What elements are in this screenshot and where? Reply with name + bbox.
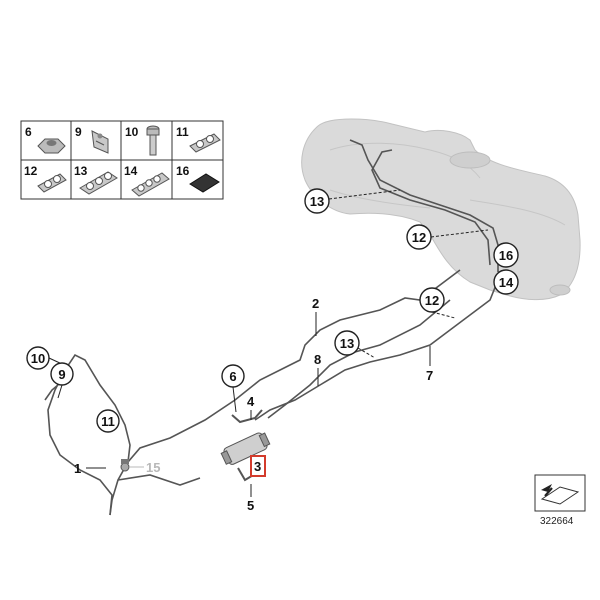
bolt-icon: [146, 125, 160, 156]
quad-clip-icon: [131, 172, 170, 197]
foam-pad-icon: [189, 173, 220, 193]
legend-num-11: 11: [176, 125, 189, 139]
legend-num-9: 9: [75, 125, 82, 139]
callout-13-line: 13: [340, 336, 354, 351]
callout-5: 5: [247, 498, 254, 513]
callout-7: 7: [426, 368, 433, 383]
view-arrow-icon: [534, 474, 586, 512]
callout-10: 10: [31, 351, 45, 366]
fuel-filter: [220, 409, 271, 482]
callout-6: 6: [229, 369, 236, 384]
legend-num-12: 12: [24, 164, 38, 178]
connector-15: [120, 459, 130, 472]
legend-num-16: 16: [176, 164, 190, 178]
legend-cell-10: 10: [125, 125, 160, 156]
legend-cell-6: 6: [25, 125, 66, 154]
callout-13-tank: 13: [310, 194, 324, 209]
callout-3-highlight: [250, 455, 266, 477]
legend-table: 6 9 10 11: [20, 120, 224, 200]
triple-clip-icon: [79, 171, 118, 195]
callout-12-line: 12: [425, 293, 439, 308]
callout-1: 1: [74, 461, 81, 476]
legend-cell-9: 9: [75, 125, 109, 154]
legend-cell-12: 12: [24, 164, 67, 193]
hex-nut-icon: [37, 138, 66, 154]
callout-9: 9: [58, 367, 65, 382]
callout-2: 2: [312, 296, 319, 311]
callout-8: 8: [314, 352, 321, 367]
legend-cell-11: 11: [176, 125, 221, 153]
callout-12-tank: 12: [412, 230, 426, 245]
callout-4: 4: [247, 394, 255, 409]
callout-3: 3: [254, 459, 261, 474]
double-clip-icon: [37, 173, 67, 193]
callout-14: 14: [499, 275, 514, 290]
legend-cell-16: 16: [176, 164, 220, 193]
legend-num-13: 13: [74, 164, 88, 178]
callout-11: 11: [101, 414, 115, 429]
callouts: 1 2 3 4 5 6 7 8 10 9 11 12: [26, 188, 519, 513]
callout-16: 16: [499, 248, 513, 263]
diagram-number: 322664: [540, 516, 574, 527]
legend-num-10: 10: [125, 125, 139, 139]
legend-cell-14: 14: [124, 164, 170, 197]
callout-15: 15: [146, 460, 160, 475]
legend-cell-13: 13: [74, 164, 118, 195]
legend-num-14: 14: [124, 164, 138, 178]
legend-num-6: 6: [25, 125, 32, 139]
double-pipe-clip-icon: [189, 133, 221, 153]
bracket-clip-icon: [91, 130, 109, 154]
